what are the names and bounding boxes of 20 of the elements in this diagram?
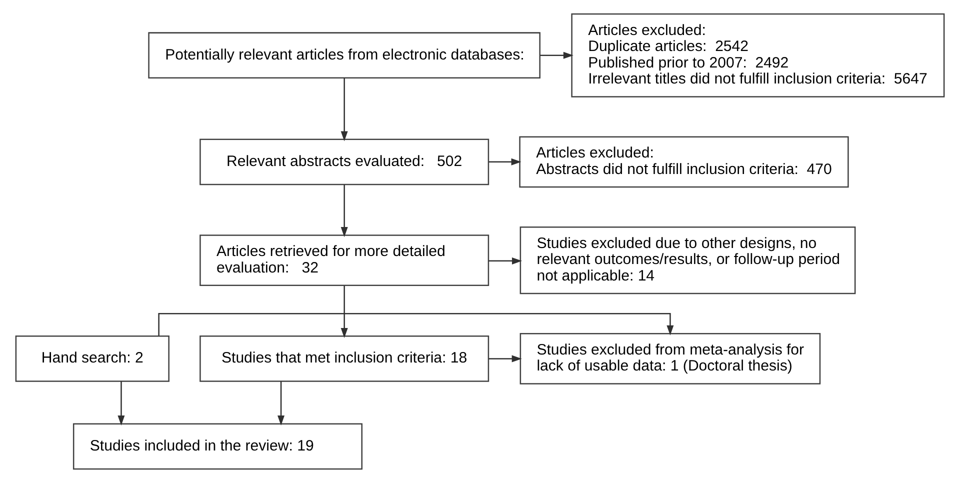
arrow <box>158 312 674 336</box>
node-box: Relevant abstracts evaluated: 502 <box>199 138 489 185</box>
node-box: Articles retrieved for more detailed evaluation: 32 <box>199 234 489 286</box>
node-box: Studies included in the review: 19 <box>72 422 362 470</box>
node-box: Studies excluded from meta-analysis for lack of usable data: 1 (Doctoral thesis) <box>519 332 820 384</box>
arrow <box>117 380 124 425</box>
arrow <box>488 256 522 264</box>
arrow <box>488 158 521 165</box>
node-box: Studies excluded due to other designs, no relevant outcomes/results, or follow-up period not applicable: 14 <box>519 226 856 294</box>
arrow <box>340 285 348 338</box>
node-box: Articles excluded: Abstracts did not fulfill inclusion criteria: 470 <box>518 136 848 188</box>
node-box: Articles excluded: Duplicate articles: 2542 Published prior to 2007: 2492 Irrelevant titles did not fulfill inclusion criteria: 5647 <box>570 12 944 97</box>
arrow <box>488 354 522 362</box>
node-box: Hand search: 2 <box>14 335 169 382</box>
node-box: Studies that met inclusion criteria: 18 <box>199 335 489 382</box>
arrow <box>540 51 573 58</box>
arrow <box>277 380 284 425</box>
node-box: Potentially relevant articles from electronic databases: <box>148 32 540 78</box>
arrow <box>340 184 348 237</box>
arrow <box>340 77 348 141</box>
